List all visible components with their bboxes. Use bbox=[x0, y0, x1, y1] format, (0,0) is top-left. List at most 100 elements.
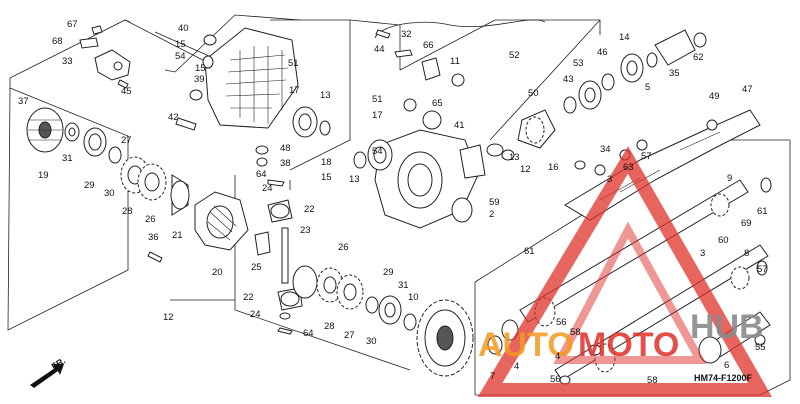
callout-24: 24 bbox=[262, 183, 273, 194]
ring-gear bbox=[416, 299, 474, 377]
callout-47: 47 bbox=[742, 84, 753, 95]
callout-61: 61 bbox=[757, 206, 768, 217]
callout-64: 64 bbox=[256, 169, 267, 180]
callout-54: 54 bbox=[175, 51, 186, 62]
callout-55: 55 bbox=[755, 342, 766, 353]
callout-17: 17 bbox=[372, 110, 383, 121]
callout-63: 63 bbox=[623, 162, 634, 173]
callout-26: 26 bbox=[145, 214, 156, 225]
callout-65: 65 bbox=[432, 98, 443, 109]
watermark-text-moto: MOTO bbox=[578, 326, 679, 364]
watermark-logo: AUTO MOTO HUB bbox=[477, 146, 773, 397]
callout-43: 43 bbox=[563, 74, 574, 85]
callout-57: 57 bbox=[757, 264, 768, 275]
callout-3: 3 bbox=[700, 248, 705, 259]
callout-19: 19 bbox=[38, 170, 49, 181]
callout-41: 41 bbox=[454, 120, 465, 131]
callout-37: 37 bbox=[18, 96, 29, 107]
callout-13: 13 bbox=[349, 174, 360, 185]
gear-case bbox=[292, 98, 486, 229]
callout-26: 26 bbox=[338, 242, 349, 253]
callout-44: 44 bbox=[374, 44, 385, 55]
callout-6: 6 bbox=[724, 360, 729, 371]
callout-56: 56 bbox=[556, 317, 567, 328]
callout-8: 8 bbox=[744, 248, 749, 259]
callout-35: 35 bbox=[669, 68, 680, 79]
callout-45: 45 bbox=[121, 86, 132, 97]
top-right-bearings bbox=[563, 29, 707, 114]
callout-28: 28 bbox=[324, 321, 335, 332]
callout-58: 58 bbox=[647, 375, 658, 386]
callout-46: 46 bbox=[597, 47, 608, 58]
callout-60: 60 bbox=[718, 235, 729, 246]
callout-29: 29 bbox=[383, 267, 394, 278]
front-direction-label: FR. bbox=[50, 355, 68, 371]
callout-15: 15 bbox=[321, 172, 332, 183]
callout-38: 38 bbox=[280, 158, 291, 169]
callout-54: 54 bbox=[372, 146, 383, 157]
left-gear-cluster bbox=[26, 107, 249, 263]
callout-58: 58 bbox=[570, 327, 581, 338]
case-housing bbox=[175, 27, 299, 187]
callout-18: 18 bbox=[321, 157, 332, 168]
callout-25: 25 bbox=[251, 262, 262, 273]
callout-53: 53 bbox=[573, 58, 584, 69]
callout-17: 17 bbox=[289, 85, 300, 96]
callout-64: 64 bbox=[303, 328, 314, 339]
callout-12: 12 bbox=[520, 164, 531, 175]
front-arrow-icon bbox=[30, 364, 64, 388]
callout-62: 62 bbox=[693, 52, 704, 63]
callout-24: 24 bbox=[250, 309, 261, 320]
callout-23: 23 bbox=[300, 225, 311, 236]
callout-20: 20 bbox=[212, 267, 223, 278]
callout-10: 10 bbox=[408, 292, 419, 303]
callout-66: 66 bbox=[423, 40, 434, 51]
callout-21: 21 bbox=[172, 230, 183, 241]
callout-7: 7 bbox=[490, 371, 495, 382]
callout-22: 22 bbox=[304, 204, 315, 215]
callout-69: 69 bbox=[741, 218, 752, 229]
callout-56: 56 bbox=[550, 374, 561, 385]
front-direction-indicator: FR. bbox=[30, 355, 67, 388]
callout-15: 15 bbox=[195, 63, 206, 74]
callout-13: 13 bbox=[320, 90, 331, 101]
callout-9: 9 bbox=[727, 173, 732, 184]
callout-27: 27 bbox=[121, 135, 132, 146]
watermark-text-hub: HUB bbox=[690, 308, 764, 346]
callout-labels: 6768334540155415394237193129302728262136… bbox=[18, 19, 768, 386]
callout-51: 51 bbox=[372, 94, 383, 105]
top-left-fasteners bbox=[79, 25, 131, 89]
callout-57: 57 bbox=[641, 151, 652, 162]
callout-4: 4 bbox=[555, 351, 560, 362]
callout-39: 39 bbox=[194, 74, 205, 85]
callout-51: 51 bbox=[288, 58, 299, 69]
callout-30: 30 bbox=[104, 188, 115, 199]
callout-13: 13 bbox=[509, 152, 520, 163]
callout-15: 15 bbox=[175, 39, 186, 50]
callout-52: 52 bbox=[509, 50, 520, 61]
callout-42: 42 bbox=[168, 112, 179, 123]
callout-59: 59 bbox=[489, 197, 500, 208]
top-center-parts bbox=[374, 19, 546, 87]
diagram-code: HM74-F1200F bbox=[694, 373, 753, 383]
watermark-text-auto: AUTO bbox=[478, 326, 574, 364]
callout-48: 48 bbox=[280, 143, 291, 154]
callout-2: 2 bbox=[489, 209, 494, 220]
callout-4: 4 bbox=[514, 361, 519, 372]
callout-61: 61 bbox=[524, 246, 535, 257]
callout-27: 27 bbox=[344, 330, 355, 341]
callout-49: 49 bbox=[709, 91, 720, 102]
callout-12: 12 bbox=[163, 312, 174, 323]
callout-68: 68 bbox=[52, 36, 63, 47]
callout-32: 32 bbox=[401, 29, 412, 40]
callout-67: 67 bbox=[67, 19, 78, 30]
callout-14: 14 bbox=[619, 32, 630, 43]
callout-29: 29 bbox=[84, 180, 95, 191]
callout-36: 36 bbox=[148, 232, 159, 243]
callout-3: 3 bbox=[607, 174, 612, 185]
callout-33: 33 bbox=[62, 56, 73, 67]
drive-shafts bbox=[487, 177, 772, 385]
callout-11: 11 bbox=[450, 56, 460, 67]
callout-50: 50 bbox=[528, 88, 539, 99]
